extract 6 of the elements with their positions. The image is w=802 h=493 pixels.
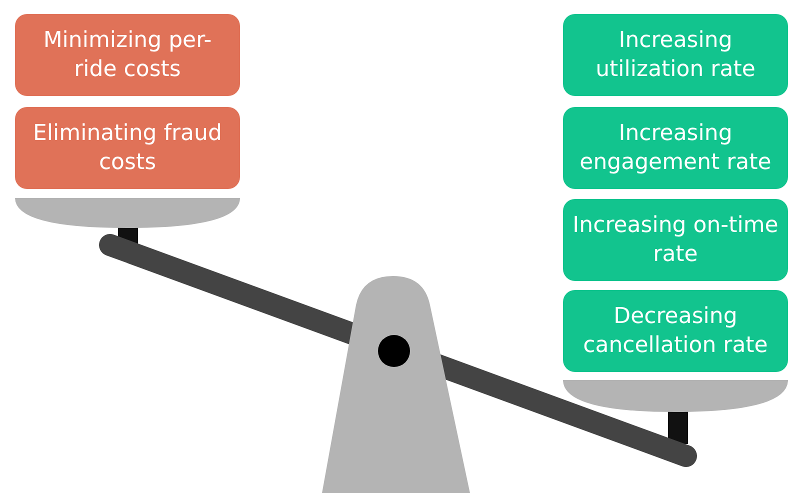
- text-box: Decreasing cancellation rate: [563, 290, 788, 372]
- text-box: Eliminating fraud costs: [15, 107, 240, 189]
- text-box: Increasing engagement rate: [563, 107, 788, 189]
- text-box: Minimizing per-ride costs: [15, 14, 240, 96]
- text-box: Increasing on-time rate: [563, 199, 788, 281]
- text-box: Increasing utilization rate: [563, 14, 788, 96]
